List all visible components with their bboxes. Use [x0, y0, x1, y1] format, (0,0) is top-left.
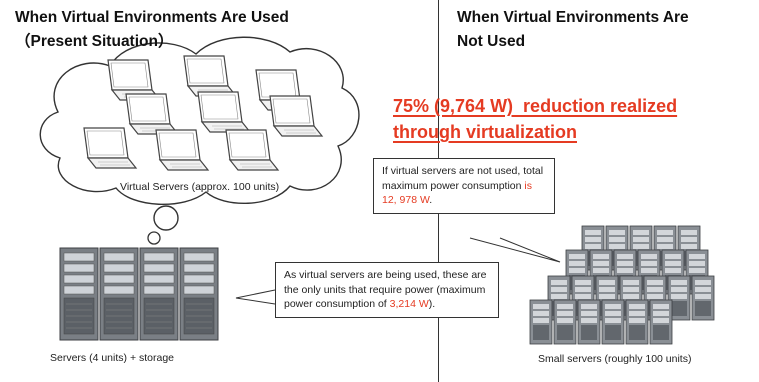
small-servers-caption: Small servers (roughly 100 units): [538, 353, 692, 365]
left-title-line1: When Virtual Environments Are Used: [15, 9, 289, 26]
right-callout: If virtual servers are not used, total m…: [373, 158, 555, 214]
right-title-line1: When Virtual Environments Are: [457, 9, 689, 26]
cloud-caption: Virtual Servers (approx. 100 units): [120, 181, 280, 193]
right-callout-value: is 12, 978 W: [382, 179, 532, 207]
right-callout-text: If virtual servers are not used, total m…: [382, 165, 544, 192]
left-title-line2: （Present Situation）: [15, 33, 174, 50]
right-callout-end: .: [429, 194, 433, 206]
left-callout-end: ).: [428, 298, 436, 310]
left-panel-title: When Virtual Environments Are Used （Pres…: [15, 6, 289, 54]
left-callout-value: 3,214 W: [389, 298, 429, 310]
left-callout: As virtual servers are being used, these…: [275, 262, 499, 318]
reduction-highlight: 75% (9,764 W) reduction realized through…: [393, 93, 677, 145]
highlight-line1: 75% (9,764 W) reduction realized: [393, 96, 678, 116]
right-title-line2: Not Used: [457, 33, 526, 50]
thought-bubble-small: [147, 231, 161, 245]
rack-servers-icon: [59, 247, 219, 341]
right-panel-title: When Virtual Environments Are Not Used: [457, 6, 689, 54]
thought-bubble-large: [153, 205, 179, 231]
highlight-line2: through virtualization: [393, 122, 577, 142]
servers-caption: Servers (4 units) + storage: [50, 352, 175, 364]
left-callout-text: As virtual servers are being used, these…: [284, 269, 487, 310]
small-servers-icon: [529, 225, 715, 345]
